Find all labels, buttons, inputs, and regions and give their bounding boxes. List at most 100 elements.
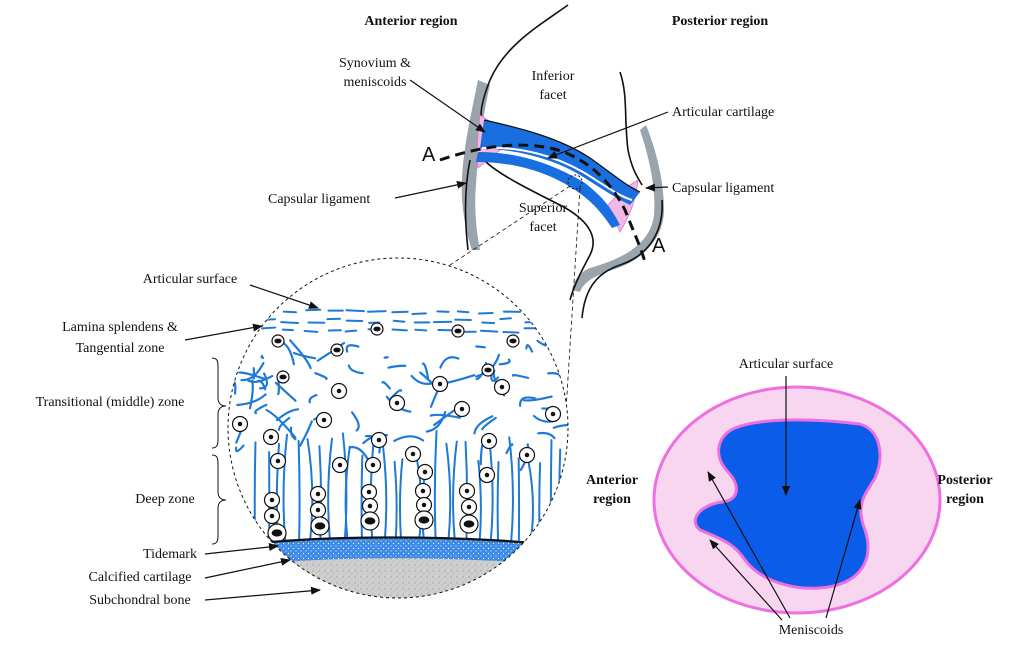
collagen-fiber xyxy=(265,408,297,439)
collagen-fiber xyxy=(345,309,365,313)
collagen-fiber xyxy=(508,436,514,541)
collagen-fiber xyxy=(305,308,322,312)
collagen-fiber xyxy=(496,460,500,541)
collagen-fiber xyxy=(473,415,494,435)
chondrocyte-nucleus xyxy=(410,451,416,457)
collagen-fiber xyxy=(475,345,486,349)
section-view-a-a xyxy=(652,385,942,615)
collagen-fiber xyxy=(260,326,277,330)
collagen-fiber xyxy=(429,413,462,419)
collagen-fiber xyxy=(314,372,328,380)
chondrocyte-nucleus xyxy=(524,452,530,458)
cartilage-zones-magnified xyxy=(228,258,568,598)
collagen-fiber xyxy=(421,362,430,380)
capsular-ligament-left-shape xyxy=(461,80,490,250)
chondrocyte-nucleus xyxy=(367,503,373,509)
collagen-fiber xyxy=(525,344,534,353)
collagen-fiber xyxy=(393,435,425,442)
collagen-fiber xyxy=(558,448,562,541)
subchondral-arrow xyxy=(204,586,321,601)
section-anterior-label-line1: Anterior xyxy=(586,473,638,488)
collagen-fiber xyxy=(350,411,360,432)
collagen-fiber xyxy=(439,356,460,369)
collagen-fiber xyxy=(414,328,428,332)
collagen-fiber xyxy=(521,309,537,312)
collagen-fiber xyxy=(277,416,291,431)
collagen-fiber xyxy=(490,374,500,382)
collagen-fiber xyxy=(522,395,553,402)
collagen-fiber xyxy=(254,403,268,415)
meniscoid-arrow-2 xyxy=(709,539,783,621)
chondrocyte-nucleus xyxy=(274,338,282,344)
collagen-fiber xyxy=(444,374,476,385)
collagen-fiber xyxy=(481,321,496,325)
collagen-fiber xyxy=(345,344,360,353)
collagen-fiber xyxy=(481,416,497,431)
meniscoid-arrow-1 xyxy=(707,471,791,619)
section-posterior-label-line1: Posterior xyxy=(937,473,992,488)
zoom-connector-right xyxy=(565,187,581,411)
collagen-fiber xyxy=(316,341,346,362)
collagen-fiber xyxy=(253,441,257,541)
chondrocyte-nucleus xyxy=(484,472,490,478)
transitional-zone-bracket xyxy=(211,357,227,449)
deep-zone-label: Deep zone xyxy=(135,492,194,507)
chondrocyte-nucleus xyxy=(333,347,341,353)
collagen-fiber xyxy=(436,310,450,313)
chondrocyte-nucleus xyxy=(314,522,326,530)
collagen-fiber xyxy=(456,310,470,314)
collagen-fiber xyxy=(282,310,297,314)
transitional-zone-label: Transitional (middle) zone xyxy=(36,395,185,410)
section-posterior-label-line2: region xyxy=(946,492,984,507)
collagen-fiber xyxy=(281,328,294,332)
lamina-splendens-label-line1: Lamina splendens & xyxy=(62,320,178,335)
collagen-fiber xyxy=(234,444,245,453)
cartilage-outline xyxy=(483,119,641,193)
articular-surface-zone-arrow xyxy=(249,284,319,309)
chondrocyte-nucleus xyxy=(464,488,470,494)
collagen-fiber xyxy=(502,330,520,334)
collagen-fiber xyxy=(259,311,273,314)
collagen-fiber xyxy=(366,310,387,313)
lamina-splendens-label-line2: Tangential zone xyxy=(76,341,165,356)
chondrocyte-nucleus xyxy=(499,384,505,390)
chondrocyte-nucleus xyxy=(466,504,472,510)
chondrocyte-nucleus xyxy=(418,516,430,524)
articular-cartilage-label: Articular cartilage xyxy=(672,105,774,120)
collagen-fiber xyxy=(299,420,313,447)
magnifier-circle xyxy=(227,257,569,599)
subchondral-bone-label: Subchondral bone xyxy=(89,593,190,608)
collagen-fiber xyxy=(382,445,388,541)
chondrocyte-nucleus xyxy=(463,520,475,528)
articular-surface-zone-label: Articular surface xyxy=(143,272,237,287)
collagen-fiber xyxy=(411,312,427,315)
chondrocyte-nucleus xyxy=(550,411,556,417)
collagen-fiber xyxy=(511,373,530,379)
section-line-a-a xyxy=(439,143,647,263)
capsular-left-arrow xyxy=(394,180,467,199)
collagen-fiber xyxy=(274,381,297,402)
collagen-fiber xyxy=(297,439,301,541)
articular-surface-region xyxy=(693,418,882,590)
collagen-fiber xyxy=(445,442,452,541)
synovium-label-line1: Synovium & xyxy=(339,56,411,71)
collagen-fiber xyxy=(425,410,447,433)
chondrocyte-nucleus xyxy=(420,488,426,494)
chondrocyte-nucleus xyxy=(279,374,287,380)
superior-facet-label-line2: facet xyxy=(529,220,556,235)
capsular-ligament-right-shape xyxy=(572,125,664,292)
capsular-ligament-right-label: Capsular ligament xyxy=(672,181,774,196)
chondrocyte-nucleus xyxy=(315,507,321,513)
collagen-fiber xyxy=(452,440,458,541)
chondrocyte-nucleus xyxy=(337,462,343,468)
collagen-fiber xyxy=(238,371,266,380)
collagen-fiber xyxy=(398,458,404,541)
chondrocyte-nucleus xyxy=(373,326,381,332)
chondrocyte-nucleus xyxy=(394,400,400,406)
collagen-fiber xyxy=(258,372,269,390)
collagen-fiber xyxy=(258,318,277,321)
collagen-fiber xyxy=(527,460,534,541)
inferior-facet-tip xyxy=(619,71,643,186)
chondrocyte-nucleus xyxy=(437,381,443,387)
